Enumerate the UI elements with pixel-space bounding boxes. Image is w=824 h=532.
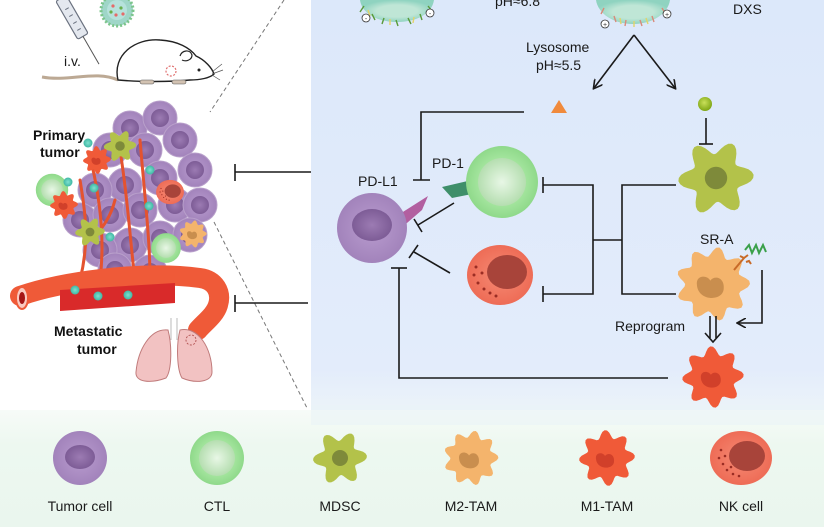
zoom-dashed-line-top (209, 0, 285, 113)
m1-cell-glyph-legend-4 (579, 430, 635, 486)
legend-label-m1-tam: M1-TAM (580, 498, 634, 514)
nk-cell-glyph-cluster-1 (156, 179, 184, 205)
nanoparticle-negative: - - (359, 0, 435, 27)
lungs-illustration (135, 318, 213, 382)
tumor-cell-cluster-item (182, 187, 218, 223)
charge-negative-2: - (429, 11, 432, 18)
sra-receptor-icon (733, 254, 752, 271)
granule-dot (472, 273, 476, 277)
ctl-cell-glyph-cluster-2 (151, 233, 181, 263)
tumor-cell-cluster-item (142, 100, 178, 136)
nanoparticle-dot (145, 165, 155, 175)
suppression-bracket (542, 177, 676, 302)
mdsc-cell-glyph-legend-2 (313, 433, 367, 483)
granule-dot (494, 294, 498, 298)
granule-dot (488, 291, 492, 295)
zoom-dashed-line-bottom (213, 221, 308, 409)
reprogram-label: Reprogram (615, 318, 685, 334)
inhibit-mdsc-line (699, 118, 713, 145)
legend-label-ctl: CTL (203, 498, 231, 514)
tumor-cell-glyph-legend-0 (53, 431, 107, 485)
release-arrow-left (594, 34, 635, 88)
mdsc-cell-glyph-pathway (678, 143, 754, 213)
nk-attack-tumor-line (408, 244, 451, 274)
ligand-squiggle-icon (744, 242, 767, 256)
nanoparticle-dot (144, 201, 154, 211)
m1-tam-cell-pathway (682, 346, 744, 408)
nanoparticle-positive: + + (596, 0, 672, 29)
dxs-label: DXS (733, 1, 762, 17)
tumor-cell-pathway (337, 193, 428, 263)
metastatic-tumor-label-line2: tumor (77, 341, 117, 357)
nanoparticle-dot (63, 177, 73, 187)
reprogram-double-arrow-icon (704, 316, 722, 344)
pdl1-label: PD-L1 (358, 173, 398, 189)
charge-negative-1: - (365, 16, 368, 23)
sra-label: SR-A (700, 231, 734, 247)
inhibit-primary-tumor-line (234, 164, 311, 181)
m2-tam-cell-pathway (677, 247, 750, 321)
syringe-icon (55, 0, 100, 65)
blood-vessel-illustration (10, 265, 229, 340)
lysosome-ph-label: pH≈5.5 (536, 57, 581, 73)
lysosome-label: Lysosome (526, 39, 590, 55)
nanoparticle-icon (99, 0, 135, 28)
legend-label-mdsc: MDSC (319, 498, 361, 514)
m1-cell-glyph-cluster-2 (50, 191, 78, 219)
primary-tumor-label-line2: tumor (40, 144, 80, 160)
m1-cell-glyph-pathway (682, 346, 744, 408)
tumor-cell-cluster-item (122, 192, 158, 228)
m2-cell-glyph-pathway (677, 247, 750, 321)
nanoparticle-dot (89, 183, 99, 193)
nanoparticle-dot (105, 232, 115, 242)
charge-positive-2: + (665, 12, 669, 19)
mdsc-cell-glyph-cluster-2 (75, 218, 105, 246)
granule-dot (482, 287, 486, 291)
inhibit-metastatic-tumor-line (234, 295, 308, 312)
legend-background (0, 410, 824, 527)
sra-to-reprogram-arrow (738, 270, 763, 323)
panel-fade (311, 405, 824, 425)
drug-green-dot-icon (698, 97, 712, 111)
ctl-cell-glyph-legend-1 (190, 431, 244, 485)
nk-cell-pathway (467, 245, 533, 305)
tumor-cell-cluster-item (177, 152, 213, 188)
mdsc-cell-pathway (678, 143, 754, 213)
nanoparticle-dot (83, 138, 93, 148)
primary-tumor-label-line1: Primary (33, 127, 85, 143)
pd1-label: PD-1 (432, 155, 464, 171)
mdsc-cell-glyph-cluster-1 (103, 131, 137, 161)
ctl-cell-pathway (442, 146, 538, 218)
legend-label-tumor-cell: Tumor cell (47, 498, 113, 514)
legend-label-m2-tam: M2-TAM (444, 498, 498, 514)
release-arrow-right (633, 34, 675, 88)
tumor-cell-cluster-item (162, 122, 198, 158)
metastatic-tumor-label-line1: Metastatic (54, 323, 123, 339)
injection-label: i.v. (64, 53, 81, 69)
legend (53, 430, 772, 486)
granule-dot (476, 281, 480, 285)
extracellular-ph-label: pH≈6.8 (495, 0, 540, 9)
drug-triangle-icon (551, 100, 567, 113)
legend-label-nk-cell: NK cell (718, 498, 764, 514)
m2-cell-glyph-cluster-1 (180, 220, 207, 248)
inhibit-pdl1-line (413, 111, 524, 181)
ctl-attack-tumor-line (413, 202, 455, 233)
granule-dot (480, 271, 484, 275)
charge-positive-1: + (603, 22, 607, 29)
m2-cell-glyph-legend-3 (445, 431, 499, 485)
m1-attack-tumor-line (391, 267, 668, 379)
granule-dot (474, 265, 478, 269)
m1-cell-glyph-cluster-1 (83, 146, 111, 174)
nk-cell-glyph-legend-5 (710, 431, 772, 485)
mouse-illustration (41, 39, 224, 85)
